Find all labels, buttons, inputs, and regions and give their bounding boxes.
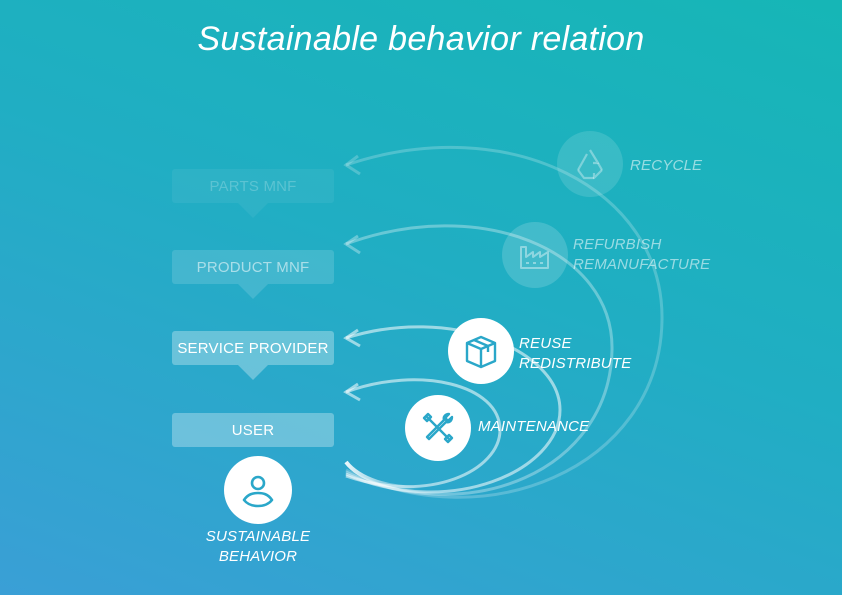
reuse-arrowhead — [343, 328, 361, 348]
refurbish-arc — [345, 224, 614, 496]
recycle-label: RECYCLE — [630, 157, 703, 174]
reuse-label-line2: REDISTRIBUTE — [519, 355, 632, 372]
refurbish-node — [502, 222, 568, 288]
stage-parts-mnf: PARTS MNF — [172, 169, 334, 218]
stage-service-provider: SERVICE PROVIDER — [172, 331, 334, 380]
reuse-node — [448, 318, 514, 384]
person-icon — [242, 475, 274, 508]
reuse-arc — [345, 325, 562, 494]
refurbish-label-line1: REFURBISH — [573, 236, 662, 253]
sustainable-behavior-line1: SUSTAINABLE — [205, 528, 311, 545]
factory-icon — [520, 246, 549, 269]
maintenance-label: MAINTENANCE — [478, 418, 590, 435]
recycle-node — [557, 131, 623, 197]
sustainable-behavior-node — [224, 456, 292, 524]
tools-icon — [422, 412, 454, 444]
recycle-arc — [345, 145, 664, 499]
maintenance-arrowhead — [343, 382, 361, 402]
sustainable-behavior-label: SUSTAINABLE BEHAVIOR — [198, 527, 318, 567]
refurbish-label: REFURBISH REMANUFACTURE — [573, 235, 710, 275]
reuse-label-line1: REUSE — [519, 335, 572, 352]
stage-user: USER — [172, 413, 334, 447]
recycle-arrowhead — [343, 154, 361, 176]
refurbish-arrowhead — [343, 234, 361, 255]
recycle-icon — [577, 149, 603, 180]
diagram-title: Sustainable behavior relation — [197, 20, 645, 58]
stage-product-mnf: PRODUCT MNF — [172, 250, 334, 299]
box-icon — [465, 335, 497, 369]
reuse-label: REUSE REDISTRIBUTE — [519, 334, 631, 374]
maintenance-node — [405, 395, 471, 461]
sustainable-behavior-line2: BEHAVIOR — [218, 548, 298, 565]
refurbish-label-line2: REMANUFACTURE — [573, 256, 711, 273]
